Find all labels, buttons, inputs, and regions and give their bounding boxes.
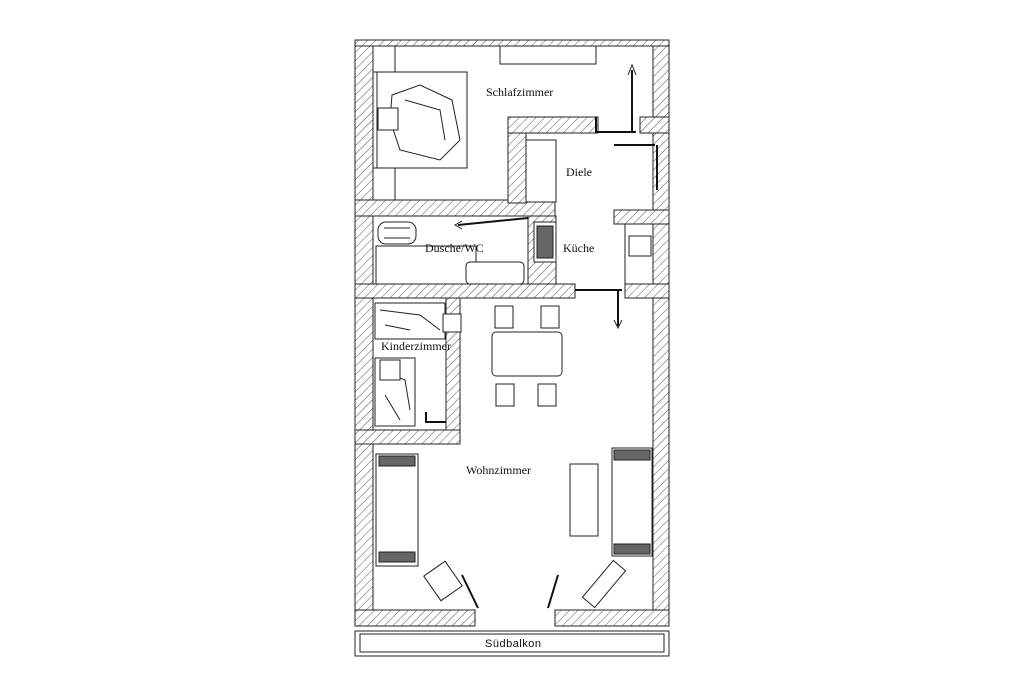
kitchen-stove [536, 225, 554, 259]
fridge [628, 235, 652, 257]
hall-cabinet [525, 139, 557, 203]
label-dusche-wc: Dusche/WC [425, 241, 484, 255]
label-diele: Diele [566, 165, 592, 179]
sofa-left-arm-bottom [378, 551, 416, 563]
dining-chair-2 [540, 305, 560, 329]
door-bedroom-arrow [627, 63, 637, 76]
interior-walls [354, 116, 670, 445]
wall-hall-left [507, 132, 527, 204]
balcony [354, 630, 670, 657]
bedroom-furniture [372, 45, 597, 203]
label-kinderzimmer: Kinderzimmer [381, 339, 451, 353]
door-living-arrow [613, 319, 623, 330]
washbasin [465, 261, 525, 285]
dining-chair-3 [495, 383, 515, 407]
kids-pillow-1 [442, 313, 462, 333]
label-wohnzimmer: Wohnzimmer [466, 463, 531, 477]
door-bedroom [595, 70, 636, 133]
kitchen-fixtures [533, 221, 654, 285]
wardrobe [499, 45, 597, 65]
side-table [581, 559, 627, 609]
wall-kids-bottom [354, 429, 461, 445]
bedside-table-top [372, 45, 396, 73]
bathroom-fixtures [375, 221, 525, 285]
bathtub-inner [384, 227, 410, 239]
door-kids [425, 412, 446, 423]
wall-bottom-right [554, 609, 670, 627]
door-living [575, 289, 622, 326]
wall-kitchen-right [613, 209, 670, 225]
label-kueche: Küche [563, 241, 594, 255]
wall-bottom-left [354, 609, 476, 627]
wall-left [354, 39, 374, 613]
sofa-right [611, 447, 653, 557]
armchair [569, 463, 599, 537]
balcony-door-right [547, 574, 559, 609]
door-bath-arrow [453, 220, 463, 230]
doors [425, 63, 658, 609]
door-bath [457, 217, 529, 226]
balcony-door-left [461, 574, 479, 609]
wall-hall-right-top [639, 116, 670, 134]
wall-middle-horizontal-right [624, 283, 670, 299]
sofa-right-arm-top [613, 449, 651, 461]
label-suedbalkon: Südbalkon [485, 638, 542, 650]
door-entrance [614, 144, 658, 190]
kids-pillow-2 [379, 359, 401, 381]
wall-top [354, 39, 670, 47]
bathtub [377, 221, 417, 245]
outer-walls [354, 39, 670, 627]
lounge-chair [423, 560, 463, 602]
wall-middle-horizontal [354, 283, 576, 299]
dining-area [491, 305, 563, 407]
dining-table [491, 331, 563, 377]
label-schlafzimmer: Schlafzimmer [486, 85, 553, 99]
dining-chair-1 [494, 305, 514, 329]
sofa-left-arm-top [378, 455, 416, 467]
sofa-right-arm-bottom [613, 543, 651, 555]
shower-area [375, 245, 477, 285]
bedside-table-bottom [372, 167, 396, 201]
kids-room-furniture [374, 302, 462, 427]
balcony-inner [359, 633, 665, 653]
dining-chair-4 [537, 383, 557, 407]
sofa-left [375, 453, 419, 567]
living-room-furniture [375, 447, 653, 609]
wall-bedroom-bottom [354, 199, 556, 217]
pillow [377, 107, 399, 131]
wall-hall-top [507, 116, 599, 134]
kids-bed-1-sheet [379, 309, 441, 331]
kids-bed-1 [374, 302, 446, 340]
